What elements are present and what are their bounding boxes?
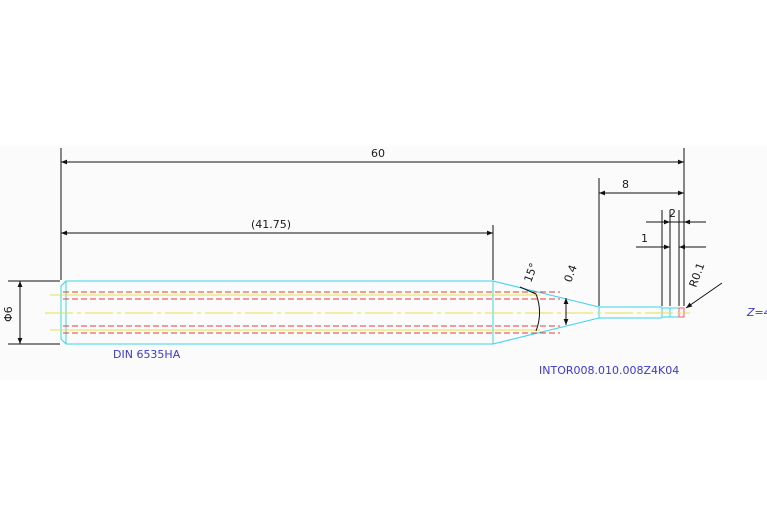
dim-cut-length: 2 bbox=[669, 207, 676, 220]
dim-neck-length: 8 bbox=[622, 178, 629, 191]
dim-offset: 1 bbox=[641, 232, 648, 245]
dimension-lines bbox=[8, 148, 723, 345]
dim-neck-step: 0.4 bbox=[562, 263, 580, 284]
part-number-label: INTOR008.010.008Z4K04 bbox=[539, 364, 679, 377]
dim-diameter: Φ6 bbox=[2, 306, 15, 322]
center-lines bbox=[45, 294, 690, 331]
dim-corner-radius: R0.1 bbox=[687, 261, 708, 289]
drawing-band bbox=[0, 146, 767, 380]
standard-label: DIN 6535HA bbox=[113, 348, 181, 361]
dim-shank-length: (41.75) bbox=[251, 218, 291, 231]
hidden-lines bbox=[63, 291, 560, 334]
dim-taper-angle: 15° bbox=[522, 261, 541, 284]
flute-count-label: Z=4 bbox=[746, 306, 767, 319]
dim-overall-length: 60 bbox=[371, 147, 385, 160]
